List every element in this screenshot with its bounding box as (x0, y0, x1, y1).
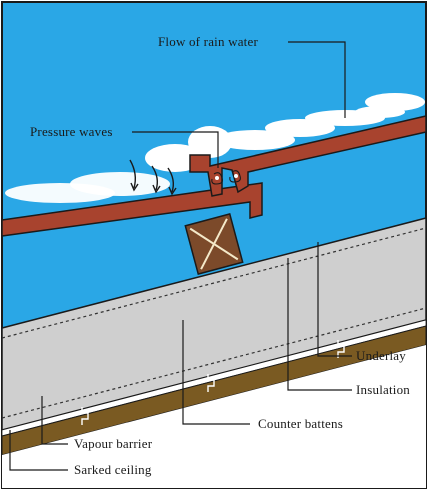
insulation-dashed-line (1, 307, 427, 419)
ceiling-underside (2, 345, 426, 488)
groove-water-drops (215, 174, 238, 180)
upper-roof-tile (189, 115, 427, 197)
underlay-dashed-line (1, 227, 427, 339)
label-insulation: Insulation (356, 382, 410, 397)
anti-capillary-grooves (211, 170, 241, 185)
label-pressure-waves: Pressure waves (30, 124, 113, 139)
label-flow-of-rain-water: Flow of rain water (158, 34, 258, 49)
label-counter-battens: Counter battens (258, 416, 343, 431)
label-sarked-ceiling: Sarked ceiling (74, 462, 152, 477)
rain-spray-clouds (5, 93, 425, 203)
counter-batten (184, 212, 244, 276)
label-underlay: Underlay (356, 348, 406, 363)
leader-lines (9, 41, 352, 471)
label-vapour-barrier: Vapour barrier (74, 436, 153, 451)
pressure-wave-arrows (129, 159, 177, 196)
timber-joints (81, 340, 345, 425)
